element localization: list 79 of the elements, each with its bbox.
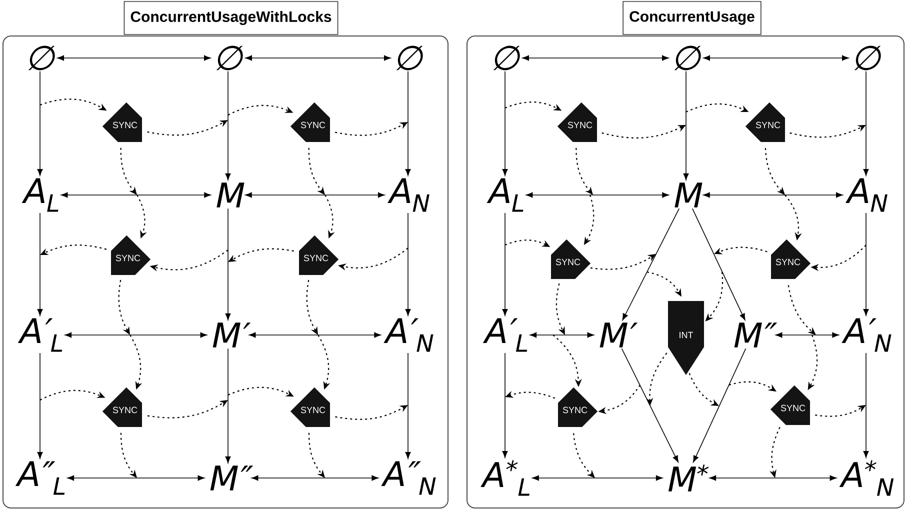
arrow [522, 55, 669, 61]
arrow [64, 332, 208, 338]
state-label: M [674, 182, 702, 208]
state-label: A″$_{L}$ [15, 461, 65, 495]
arrow [621, 348, 678, 462]
state-label: A$^{*}$L [480, 460, 530, 496]
state-label: M″ [734, 322, 778, 348]
arrow [251, 475, 378, 481]
state-label: A$^{*}$N [839, 460, 894, 496]
state-label: A″$_{N}$ [381, 461, 436, 495]
arrow [863, 212, 869, 316]
arrow [502, 212, 508, 316]
arrow [683, 71, 689, 180]
arrow [405, 71, 411, 176]
sync-block: SYNC [771, 239, 811, 279]
sync-block: SYNC [111, 235, 151, 275]
dotted-arrow [764, 148, 785, 195]
arrow [245, 55, 391, 61]
sync-block: SYNC [557, 102, 597, 142]
state-label: M″ [210, 466, 254, 490]
state-label: A′$_{L}$ [482, 318, 528, 352]
int-block: INT [668, 301, 704, 375]
arrow [693, 348, 746, 462]
arrow [57, 55, 211, 61]
sync-block: SYNC [745, 102, 785, 142]
arrow [526, 192, 669, 198]
arrow [863, 352, 869, 458]
sync-block: SYNC [299, 235, 339, 275]
arrow [67, 475, 205, 481]
state-label: M [216, 182, 244, 208]
arrow [37, 212, 43, 316]
state-label: ∅ [674, 46, 701, 70]
sync-block: SYNC [102, 102, 142, 142]
arrow [703, 192, 843, 198]
arrow [405, 352, 411, 459]
state-label: A$_{L}$ [486, 178, 524, 212]
dotted-arrow [573, 433, 595, 478]
sync-block: SYNC [558, 387, 598, 427]
arrow [622, 208, 680, 320]
panel-title: ConcurrentUsageWithLocks [124, 1, 338, 35]
arrow [502, 352, 508, 458]
state-label: ∅ [854, 46, 881, 70]
arrow [248, 332, 381, 338]
state-label: A′$_{L}$ [18, 318, 62, 352]
state-label: A$_{N}$ [846, 178, 888, 212]
arrow [709, 475, 837, 481]
arrow [863, 71, 869, 176]
panel-title: ConcurrentUsage [622, 1, 762, 35]
state-label: A$_{L}$ [22, 178, 58, 212]
state-label: ∅ [493, 46, 520, 70]
state-label: ∅ [216, 46, 243, 70]
arrow [532, 475, 663, 481]
sync-block: SYNC [290, 102, 330, 142]
sync-block: SYNC [290, 387, 330, 427]
arrow [775, 332, 839, 338]
arrow [245, 192, 385, 198]
arrow [703, 55, 849, 61]
arrow [692, 208, 746, 320]
state-label: A′$_{N}$ [384, 318, 434, 352]
arrow [60, 192, 211, 198]
state-label: ∅ [396, 46, 423, 70]
arrow [225, 71, 231, 180]
sync-block: SYNC [102, 387, 142, 427]
arrow [225, 348, 231, 464]
arrow [37, 71, 43, 176]
arrow [502, 71, 508, 176]
state-label: M$^{*}$ [668, 464, 709, 492]
sync-block: SYNC [770, 385, 810, 425]
state-label: M′ [212, 322, 251, 348]
state-label: ∅ [28, 46, 55, 70]
sync-block: SYNC [551, 239, 591, 279]
state-label: A′$_{N}$ [842, 318, 892, 352]
arrow [225, 208, 231, 320]
state-label: M′ [600, 322, 638, 348]
arrow [530, 332, 594, 338]
dotted-arrow [788, 285, 816, 335]
arrow [37, 352, 43, 459]
state-label: A$_{N}$ [388, 178, 430, 212]
arrow [405, 212, 411, 316]
